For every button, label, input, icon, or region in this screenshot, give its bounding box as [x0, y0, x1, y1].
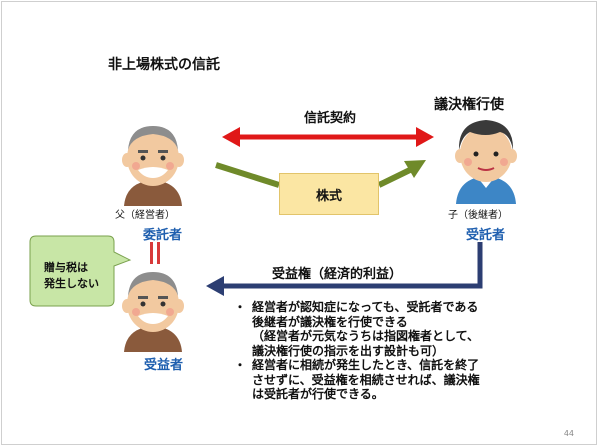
stock-label: 株式 — [315, 188, 342, 204]
stock-box: 株式 — [279, 173, 379, 215]
bullet-item: ・ 経営者に相続が発生したとき、信託を終了 させずに、受益権を相続させれば、議決… — [234, 358, 560, 402]
equals-sign — [150, 242, 160, 264]
father-label: 父（経営者） — [115, 210, 175, 221]
trust-contract-label: 信託契約 — [304, 111, 357, 126]
beneficiary-label: 受益者 — [144, 358, 184, 373]
beneficiary-illustration — [122, 272, 184, 352]
gift-tax-bubble — [29, 235, 132, 307]
bullet-mark: ・ — [234, 300, 247, 314]
child-label: 子（後継者） — [448, 210, 508, 221]
child-illustration — [455, 120, 517, 204]
bullet-text: 経営者に相続が発生したとき、信託を終了 させずに、受益権を相続させれば、議決権 … — [252, 358, 480, 401]
gift-tax-text: 贈与税は 発生しない — [44, 261, 99, 290]
bullet-mark: ・ — [234, 358, 247, 372]
bullet-notes: ・ 経営者が認知症になっても、受託者である 後継者が議決権を行使できる （経営者… — [234, 300, 560, 402]
page-number: 44 — [563, 429, 574, 438]
bullet-text: 経営者が認知症になっても、受託者である 後継者が議決権を行使できる — [252, 300, 479, 329]
benefit-label: 受益権（経済的利益） — [272, 267, 403, 282]
trustee-label: 受託者 — [466, 228, 506, 243]
voting-rights-label: 議決権行使 — [434, 97, 504, 113]
bullet-subnote: （経営者が元気なうちは指図権者として、 議決権行使の指示を出す設計も可） — [252, 329, 480, 358]
father-illustration — [122, 126, 184, 206]
gift-tax-bubble-content: 贈与税は 発生しない — [30, 236, 114, 306]
settlor-label: 委託者 — [143, 228, 183, 243]
slide-title: 非上場株式の信託 — [108, 57, 220, 73]
bullet-item: ・ 経営者が認知症になっても、受託者である 後継者が議決権を行使できる — [234, 300, 560, 329]
